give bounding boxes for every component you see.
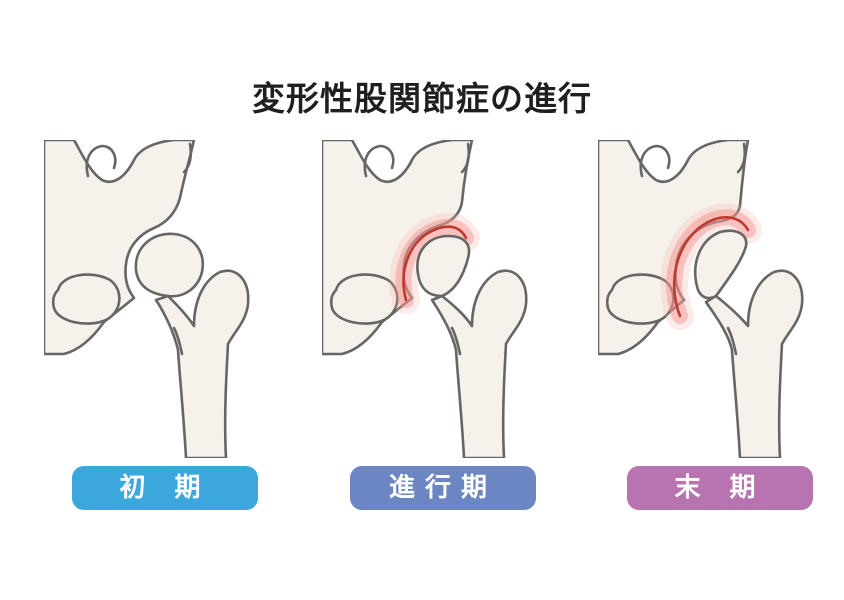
page-title: 変形性股関節症の進行 (252, 79, 592, 118)
stage-badge-end: 末 期 (627, 466, 813, 510)
stage-badge-early: 初 期 (72, 466, 258, 510)
hip-joint-illustration-progressive (322, 140, 547, 458)
hip-joint-illustration-early (44, 140, 269, 458)
stage-badge-progressive: 進行期 (350, 466, 536, 510)
hip-joint-illustration-end (598, 140, 823, 458)
